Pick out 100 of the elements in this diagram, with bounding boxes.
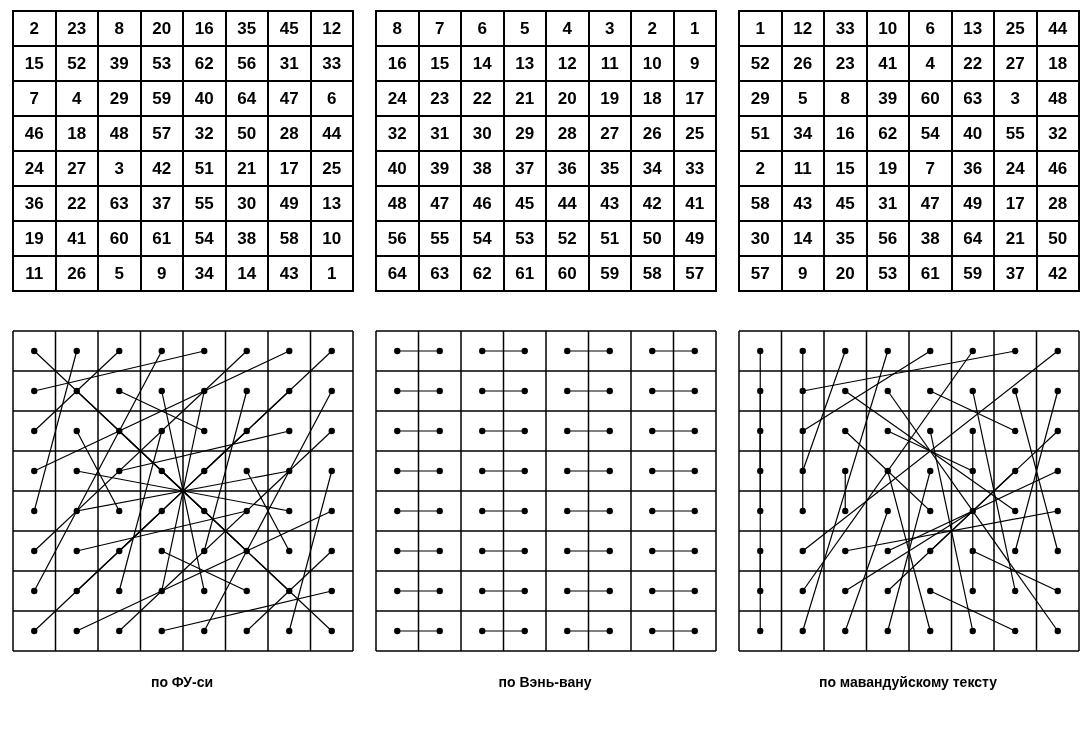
table-cell: 15 xyxy=(824,151,867,186)
table-cell: 25 xyxy=(673,116,716,151)
table-cell: 48 xyxy=(98,116,141,151)
table-cell: 51 xyxy=(183,151,226,186)
table-cell: 4 xyxy=(55,81,98,116)
table-cell: 18 xyxy=(55,116,98,151)
table-cell: 32 xyxy=(376,116,419,151)
table-cell: 30 xyxy=(739,221,782,256)
table-cell: 48 xyxy=(376,186,419,221)
table-cell: 44 xyxy=(546,186,589,221)
table-cell: 53 xyxy=(503,221,546,256)
caption: по ФУ-си xyxy=(149,674,215,690)
table-cell: 55 xyxy=(183,186,226,221)
table-cell: 63 xyxy=(98,186,141,221)
table-cell: 61 xyxy=(140,221,183,256)
table-cell: 21 xyxy=(503,81,546,116)
table-cell: 34 xyxy=(183,256,226,291)
table-cell: 45 xyxy=(824,186,867,221)
table-cell: 11 xyxy=(781,151,824,186)
table-cell: 55 xyxy=(418,221,461,256)
table-cell: 22 xyxy=(461,81,504,116)
table-cell: 45 xyxy=(503,186,546,221)
table-cell: 8 xyxy=(824,81,867,116)
table-cell: 42 xyxy=(631,186,674,221)
table-cell: 1 xyxy=(739,11,782,46)
table-cell: 26 xyxy=(55,256,98,291)
table-cell: 26 xyxy=(631,116,674,151)
table-cell: 46 xyxy=(13,116,56,151)
table-cell: 14 xyxy=(461,46,504,81)
table-cell: 56 xyxy=(376,221,419,256)
table-cell: 30 xyxy=(225,186,268,221)
table-cell: 33 xyxy=(673,151,716,186)
table-cell: 54 xyxy=(183,221,226,256)
table-cell: 38 xyxy=(909,221,952,256)
table-cell: 47 xyxy=(418,186,461,221)
table-cell: 47 xyxy=(268,81,311,116)
table-cell: 57 xyxy=(673,256,716,291)
table-cell: 52 xyxy=(546,221,589,256)
table-cell: 62 xyxy=(183,46,226,81)
table-cell: 6 xyxy=(909,11,952,46)
table-cell: 27 xyxy=(994,46,1037,81)
table-cell: 23 xyxy=(55,11,98,46)
table-cell: 9 xyxy=(673,46,716,81)
table-cell: 58 xyxy=(268,221,311,256)
table-cell: 34 xyxy=(631,151,674,186)
table-cell: 35 xyxy=(588,151,631,186)
table-cell: 61 xyxy=(503,256,546,291)
table-cell: 41 xyxy=(866,46,909,81)
table-cell: 58 xyxy=(631,256,674,291)
table-cell: 15 xyxy=(13,46,56,81)
table-cell: 64 xyxy=(376,256,419,291)
table-cell: 34 xyxy=(781,116,824,151)
table-cell: 10 xyxy=(310,221,353,256)
table-cell: 51 xyxy=(739,116,782,151)
table-cell: 31 xyxy=(418,116,461,151)
table-cell: 11 xyxy=(13,256,56,291)
table-cell: 48 xyxy=(1036,81,1079,116)
table-cell: 16 xyxy=(183,11,226,46)
table-cell: 43 xyxy=(588,186,631,221)
table-cell: 1 xyxy=(310,256,353,291)
table-cell: 20 xyxy=(546,81,589,116)
table-cell: 58 xyxy=(739,186,782,221)
table-cell: 41 xyxy=(673,186,716,221)
table-cell: 50 xyxy=(225,116,268,151)
table-cell: 39 xyxy=(866,81,909,116)
table-cell: 29 xyxy=(739,81,782,116)
table-cell: 60 xyxy=(98,221,141,256)
table-cell: 27 xyxy=(55,151,98,186)
table-cell: 28 xyxy=(268,116,311,151)
table-cell: 22 xyxy=(951,46,994,81)
table-cell: 3 xyxy=(994,81,1037,116)
table-cell: 29 xyxy=(503,116,546,151)
table-cell: 15 xyxy=(418,46,461,81)
table-cell: 2 xyxy=(631,11,674,46)
table-cell: 28 xyxy=(546,116,589,151)
table-cell: 18 xyxy=(631,81,674,116)
table-cell: 33 xyxy=(824,11,867,46)
table-cell: 61 xyxy=(909,256,952,291)
table-cell: 49 xyxy=(673,221,716,256)
table-cell: 30 xyxy=(461,116,504,151)
table-cell: 56 xyxy=(866,221,909,256)
table-cell: 5 xyxy=(781,81,824,116)
table-cell: 19 xyxy=(13,221,56,256)
table-cell: 1 xyxy=(673,11,716,46)
table-cell: 51 xyxy=(588,221,631,256)
table-cell: 10 xyxy=(866,11,909,46)
table-cell: 13 xyxy=(310,186,353,221)
table-cell: 22 xyxy=(55,186,98,221)
table-cell: 12 xyxy=(781,11,824,46)
table-cell: 7 xyxy=(909,151,952,186)
table-cell: 38 xyxy=(461,151,504,186)
table-cell: 38 xyxy=(225,221,268,256)
table-cell: 37 xyxy=(503,151,546,186)
table-cell: 21 xyxy=(994,221,1037,256)
table-cell: 57 xyxy=(739,256,782,291)
table-cell: 43 xyxy=(781,186,824,221)
table-cell: 35 xyxy=(824,221,867,256)
table-cell: 27 xyxy=(588,116,631,151)
table-cell: 23 xyxy=(824,46,867,81)
table-cell: 49 xyxy=(951,186,994,221)
